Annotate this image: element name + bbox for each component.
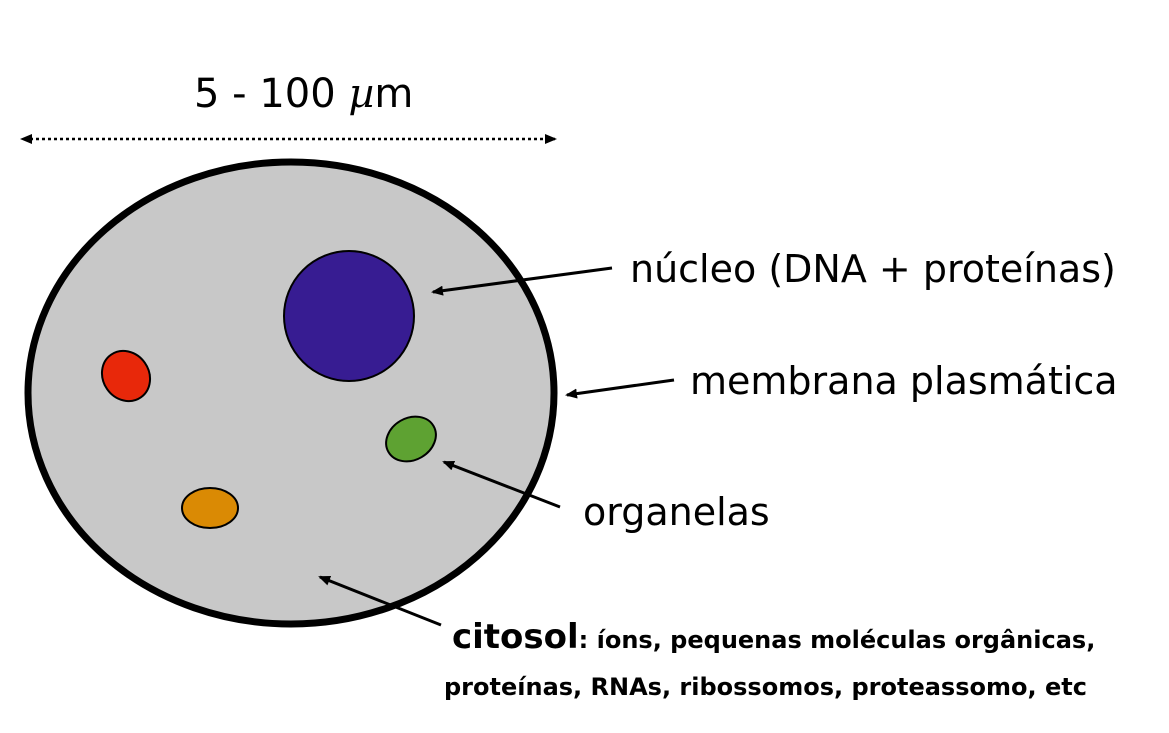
membrane-label: membrana plasmática — [690, 359, 1118, 403]
cytosol-label: citosol: íons, pequenas moléculas orgâni… — [452, 620, 1095, 654]
cytosol-line-2: proteínas, RNAs, ribossomos, proteassomo… — [444, 673, 1087, 701]
organelle-green — [385, 415, 437, 463]
nucleus-label: núcleo (DNA + proteínas) — [630, 247, 1116, 291]
scale-unit-suffix: m — [374, 71, 414, 117]
organelle-orange — [181, 487, 239, 529]
cytosol-arrow — [318, 575, 442, 627]
organelles-label: organelas — [583, 490, 770, 534]
scale-value: 5 - 100 — [194, 71, 336, 117]
scale-label: 5 - 100 µm — [194, 74, 413, 114]
cell-body — [24, 158, 558, 628]
membrane-arrow — [565, 378, 675, 399]
nucleus-arrow — [431, 266, 613, 296]
cytosol-line-1: : íons, pequenas moléculas orgânicas, — [578, 626, 1096, 654]
nucleus — [283, 250, 415, 382]
scale-unit-symbol: µ — [348, 71, 375, 117]
cytosol-head: citosol — [452, 617, 579, 657]
organelle-red — [100, 349, 152, 403]
organelles-arrow — [442, 460, 561, 509]
